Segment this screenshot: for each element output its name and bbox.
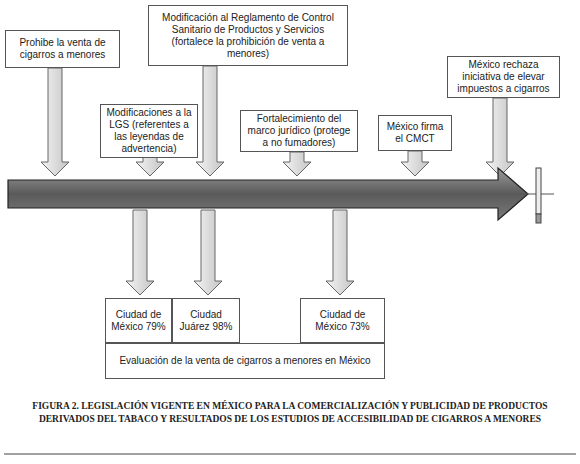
down-arrow bbox=[196, 66, 224, 176]
figure-caption: FIGURA 2. LEGISLACIÓN VIGENTE EN MÉXICO … bbox=[6, 400, 574, 426]
box-content: Ciudad de México 73% bbox=[305, 309, 380, 333]
event-box: Prohibe la venta de cigarros a menores bbox=[5, 30, 120, 68]
box-text: Fortalecimiento del marco jurídico (prot… bbox=[245, 113, 353, 149]
down-arrow bbox=[486, 98, 514, 176]
event-box: Fortalecimiento del marco jurídico (prot… bbox=[240, 110, 358, 152]
event-box: Ciudad Juárez 98% bbox=[172, 298, 240, 343]
cigarette-filter bbox=[536, 214, 541, 223]
event-box: México firma el CMCT bbox=[378, 115, 452, 151]
box-text: Ciudad de México 79% bbox=[110, 309, 167, 333]
down-arrow bbox=[326, 210, 354, 295]
box-text: Evaluación de la venta de cigarros a men… bbox=[119, 355, 370, 367]
box-content: Modificaciones a la LGS (referentes a la… bbox=[105, 107, 193, 155]
event-box: Evaluación de la venta de cigarros a men… bbox=[105, 343, 385, 379]
rule-line bbox=[4, 454, 576, 455]
box-text: Ciudad Juárez 98% bbox=[177, 309, 235, 333]
box-content: Fortalecimiento del marco jurídico (prot… bbox=[245, 113, 353, 149]
event-box: Ciudad de México 73% bbox=[300, 298, 385, 343]
event-box: Modificaciones a la LGS (referentes a la… bbox=[100, 104, 198, 158]
event-box: Ciudad de México 79% bbox=[105, 298, 172, 343]
box-content: Ciudad Juárez 98% bbox=[177, 309, 235, 333]
box-content: México rechaza iniciativa de elevar impu… bbox=[452, 59, 555, 95]
box-content: México firma el CMCT bbox=[383, 121, 447, 145]
event-box: Modificación al Reglamento de Control Sa… bbox=[148, 5, 348, 66]
box-content: Prohibe la venta de cigarros a menores bbox=[10, 37, 115, 61]
box-text: Prohibe la venta de cigarros a menores bbox=[10, 37, 115, 61]
box-content: Modificación al Reglamento de Control Sa… bbox=[153, 12, 343, 60]
down-arrow bbox=[41, 68, 69, 176]
box-text: Modificación al Reglamento de Control Sa… bbox=[153, 12, 343, 60]
down-arrow bbox=[283, 152, 311, 176]
box-text: México rechaza iniciativa de elevar impu… bbox=[452, 59, 555, 95]
box-text: Modificaciones a la LGS (referentes a la… bbox=[105, 107, 193, 155]
box-text: México firma el CMCT bbox=[383, 121, 447, 145]
box-content: Ciudad de México 79% bbox=[110, 309, 167, 333]
down-arrow bbox=[126, 210, 154, 295]
cigarette-body bbox=[536, 168, 541, 214]
box-content: Evaluación de la venta de cigarros a men… bbox=[119, 355, 370, 367]
down-arrow bbox=[194, 210, 222, 295]
down-arrow bbox=[401, 151, 429, 176]
event-box: México rechaza iniciativa de elevar impu… bbox=[447, 56, 560, 98]
timeline-arrow bbox=[8, 168, 528, 220]
box-text: Ciudad de México 73% bbox=[305, 309, 380, 333]
